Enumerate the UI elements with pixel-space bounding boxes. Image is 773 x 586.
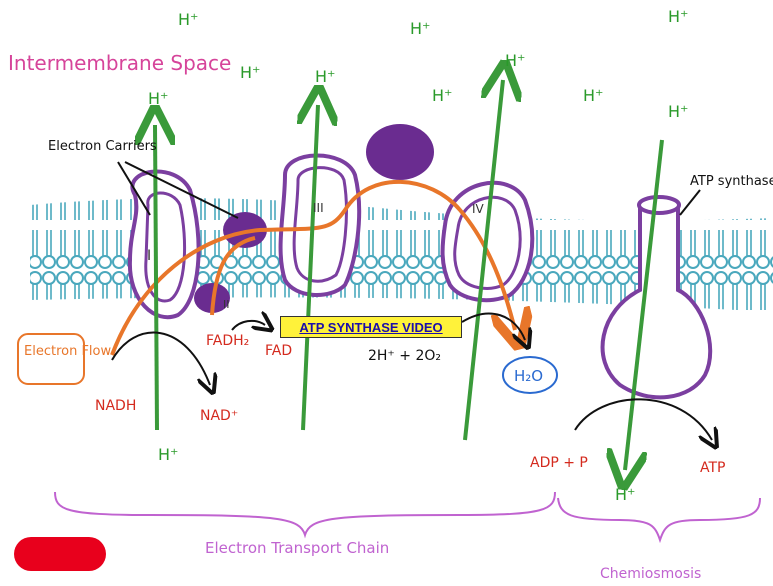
proton-label: H⁺ (240, 63, 260, 82)
chemiosmosis-brace (557, 497, 761, 544)
proton-label: H⁺ (432, 86, 452, 105)
etc-label: Electron Transport Chain (205, 539, 389, 557)
proton-arrows (155, 80, 664, 470)
nadh-arrow (111, 331, 210, 385)
proton-label: H⁺ (410, 19, 430, 38)
electron-carrier-cyt-c (366, 124, 434, 180)
proton-label: H⁺ (583, 86, 603, 105)
electron-flow-arrow-2 (210, 236, 256, 316)
complex-ii-label: II (223, 298, 230, 311)
atp-synthase-video-link[interactable]: ATP SYNTHASE VIDEO (280, 316, 462, 338)
water-arrow (461, 312, 525, 340)
atp-synthase-label: ATP synthase (690, 174, 773, 189)
water-label: H₂O (514, 367, 543, 385)
etc-brace (54, 491, 556, 539)
proton-label: H⁺ (505, 51, 525, 70)
atp-arrow (574, 398, 712, 440)
page-title: Intermembrane Space (8, 51, 231, 75)
proton-label: H⁺ (148, 89, 168, 108)
proton-label: H⁺ (178, 10, 198, 29)
complex-iii (278, 153, 362, 298)
fad-label: FAD (265, 343, 292, 359)
proton-label: H⁺ (668, 102, 688, 121)
proton-label: H⁺ (315, 67, 335, 86)
electron-flow-arrow (110, 179, 515, 356)
complex-iii-label: III (313, 201, 324, 215)
proton-label: H⁺ (668, 7, 688, 26)
proton-label: H⁺ (615, 485, 635, 504)
electron-flow-box (17, 333, 85, 385)
electron-carriers-label: Electron Carriers (48, 139, 157, 154)
carrier-pointers (117, 161, 701, 219)
complex-i-label: I (147, 248, 151, 264)
reaction-label: 2H⁺ + 2O₂ (368, 348, 441, 364)
nadh-label: NADH (95, 398, 136, 414)
proton-labels: H⁺ H⁺ H⁺ H⁺ H⁺ H⁺ H⁺ H⁺ H⁺ H⁺ H⁺ H⁺ (148, 7, 688, 504)
atp-synthase (600, 195, 713, 400)
fadh2-label: FADH₂ (206, 333, 249, 349)
chemiosmosis-label: Chemiosmosis (600, 566, 701, 582)
atp-label: ATP (700, 460, 725, 476)
complex-iv-label: IV (472, 202, 485, 216)
red-marker-shape (14, 537, 106, 571)
proton-label: H⁺ (158, 445, 178, 464)
nad-plus-label: NAD⁺ (200, 408, 238, 424)
fadh2-arrow (231, 321, 265, 330)
adp-p-label: ADP + P (530, 455, 588, 471)
water-circle (502, 356, 558, 394)
electron-flow-label: Electron Flow (24, 344, 111, 359)
